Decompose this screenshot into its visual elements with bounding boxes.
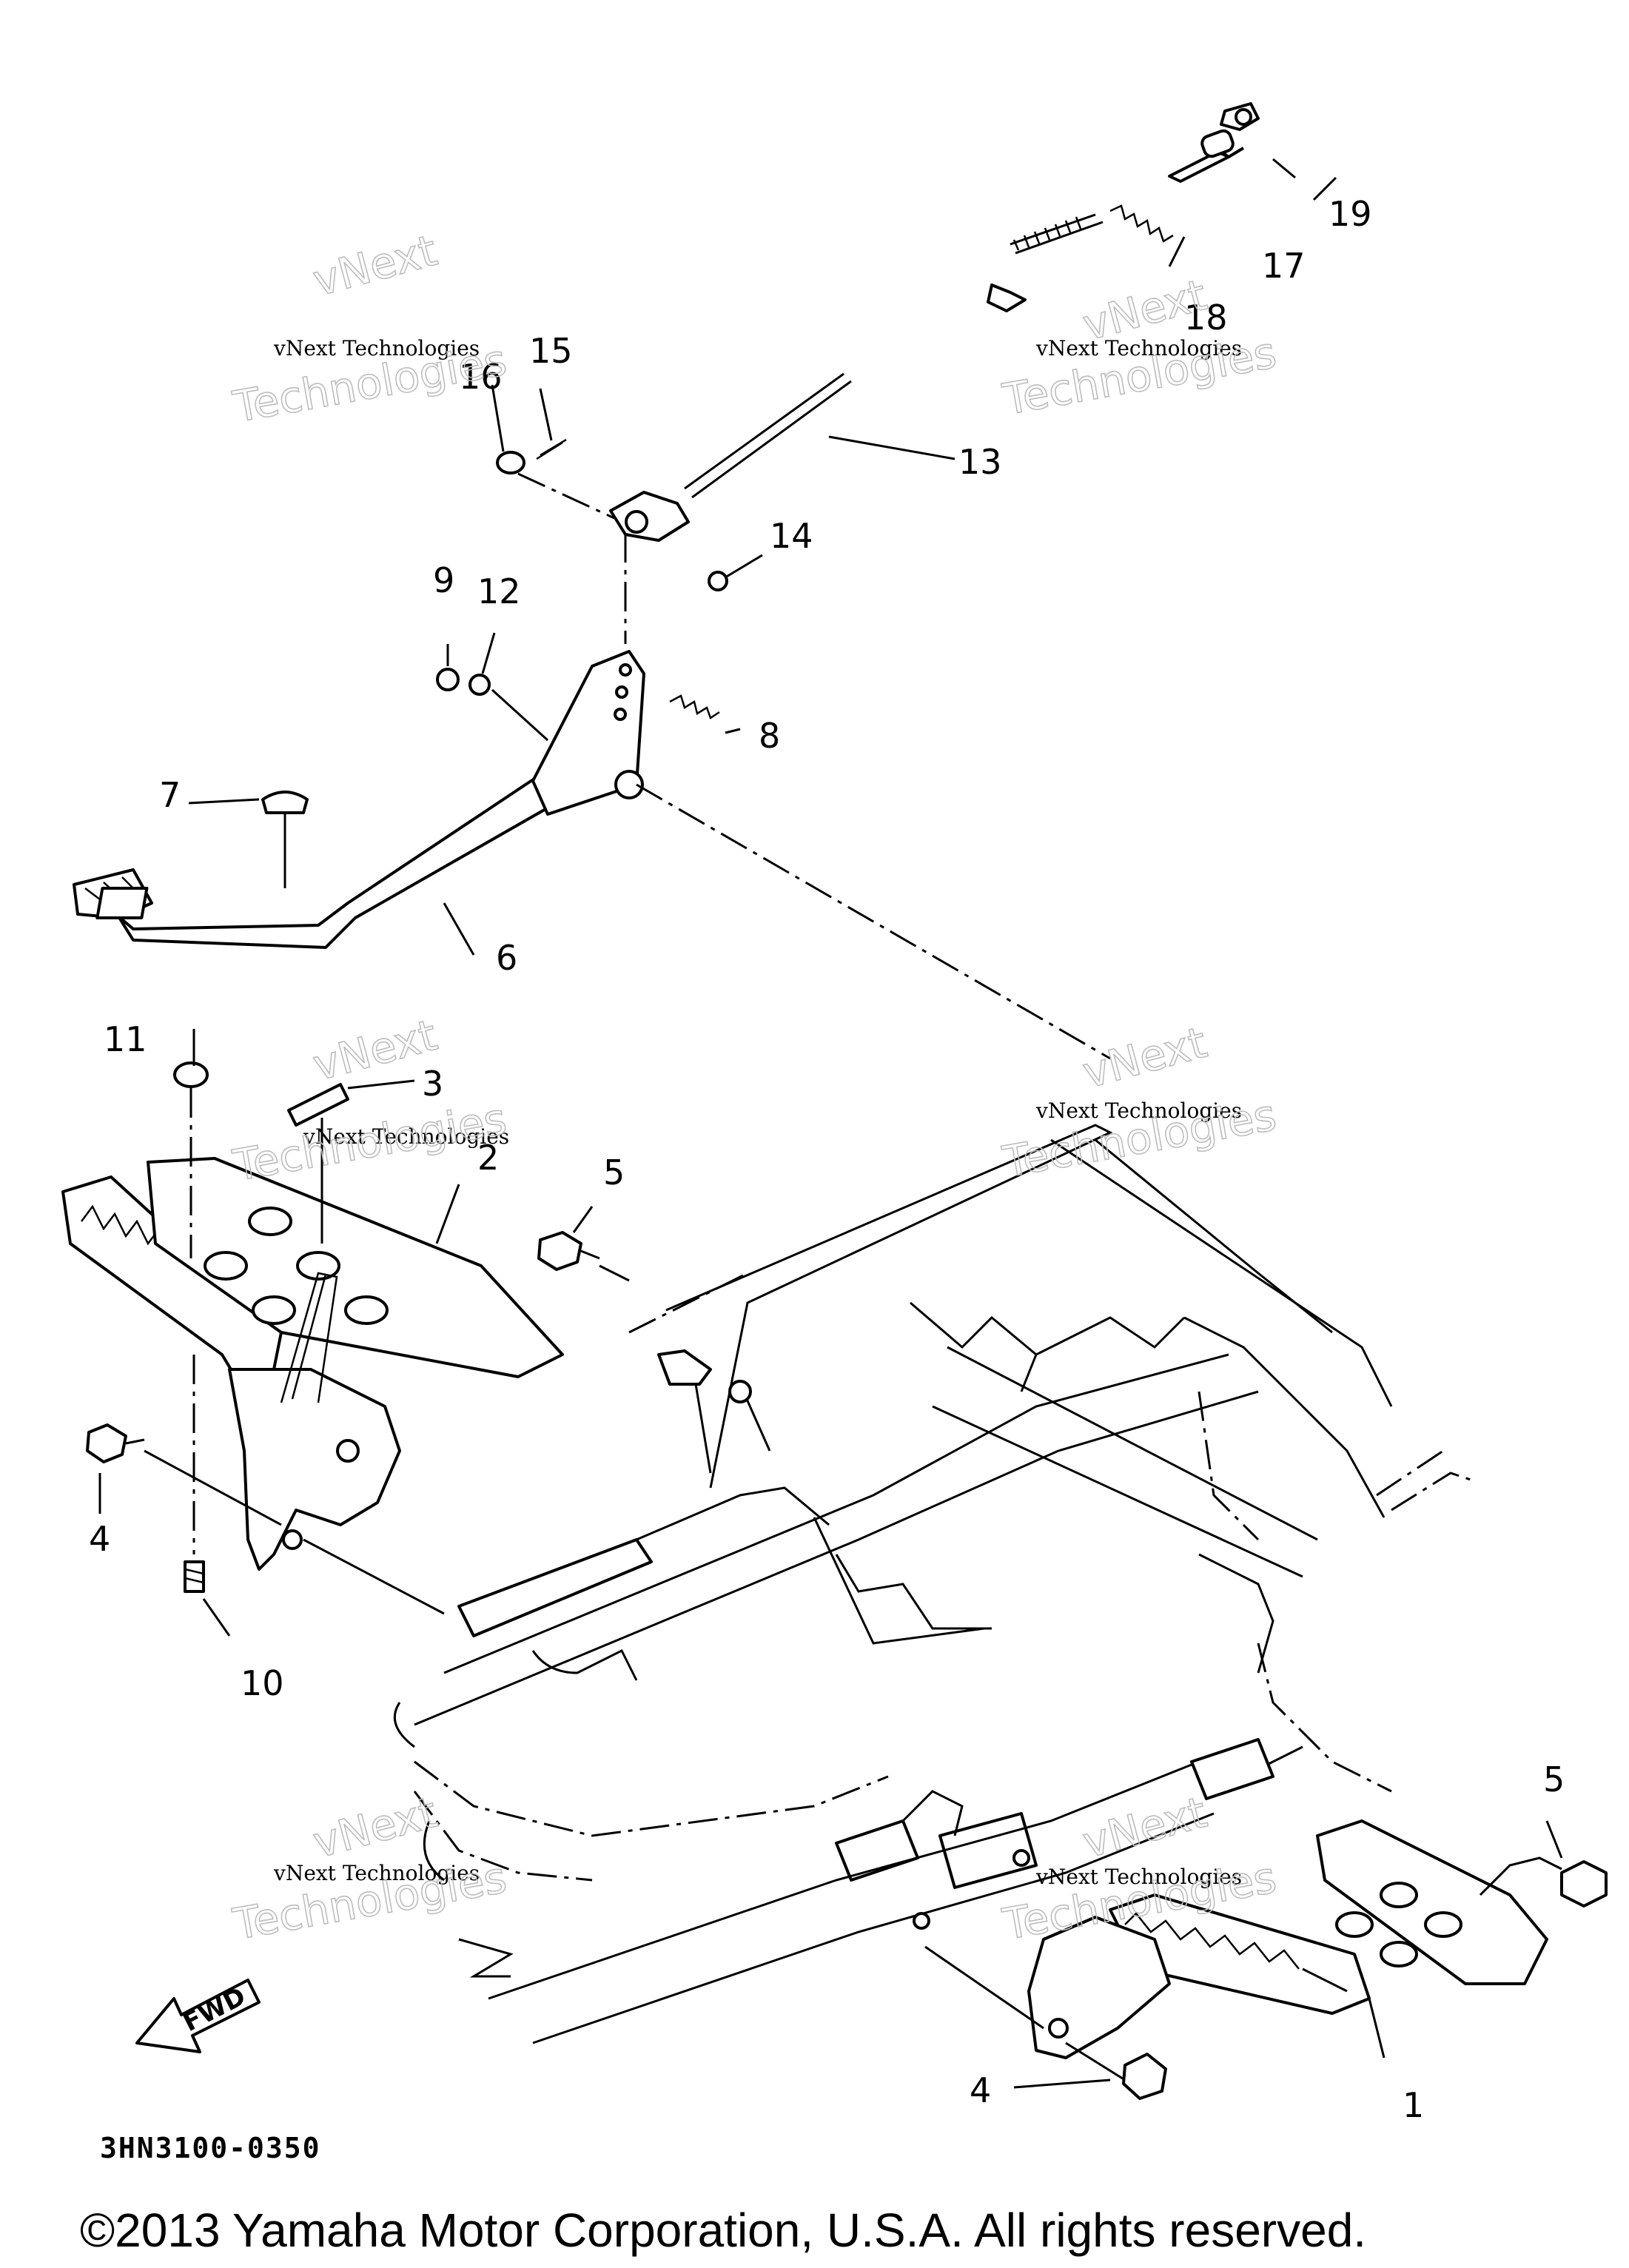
label-15: 15 <box>529 331 573 371</box>
rod-13-thread <box>1010 213 1096 251</box>
watermark-text-1: vNext Technologies <box>273 336 480 360</box>
label-8: 8 <box>759 716 780 756</box>
watermark-small-5: vNext <box>308 1787 442 1868</box>
label-4-left: 4 <box>89 1519 110 1559</box>
label-18: 18 <box>1184 298 1228 338</box>
watermark-small-4: vNext <box>1078 1017 1212 1098</box>
bolt-4-right <box>1122 2053 1167 2100</box>
nut-16 <box>496 451 525 474</box>
nut-11 <box>173 1061 209 1088</box>
label-11: 11 <box>104 1019 147 1059</box>
pin-17 <box>1200 129 1235 158</box>
watermark-text-6: vNext Technologies <box>1035 1865 1242 1889</box>
part-labels: 19 17 18 15 16 13 14 9 12 8 7 6 11 3 2 5… <box>89 194 1565 2125</box>
label-19: 19 <box>1329 194 1372 234</box>
label-9: 9 <box>433 560 454 600</box>
label-1: 1 <box>1403 2085 1424 2125</box>
spring-18 <box>1109 204 1174 243</box>
fwd-arrow: FWD <box>135 1979 261 2053</box>
circlip-9 <box>436 668 460 691</box>
bolt-5-right <box>1560 1860 1608 1908</box>
fwd-arrow-icon <box>135 1979 261 2053</box>
pedal-stopper <box>95 887 149 919</box>
label-4-right: 4 <box>970 2070 991 2110</box>
label-6: 6 <box>496 938 517 978</box>
leader-lines <box>98 158 1563 2089</box>
copyright-notice: ©2013 Yamaha Motor Corporation, U.S.A. A… <box>80 2204 1366 2257</box>
left-footrest-2 <box>61 1061 564 1615</box>
watermark-text-5: vNext Technologies <box>273 1861 480 1885</box>
label-13: 13 <box>958 442 1002 482</box>
brake-rod-assembly <box>496 102 1260 644</box>
brake-pedal-6 <box>73 650 1111 1060</box>
diagram-code: 3HN3100-0350 <box>100 2132 321 2164</box>
spring-8 <box>669 694 720 719</box>
frame <box>393 1124 1474 2044</box>
watermark-text-2: vNext Technologies <box>1035 336 1242 360</box>
right-footrest-1 <box>913 1819 1608 2100</box>
watermark-text-3: vNext Technologies <box>303 1124 509 1149</box>
fwd-label: FWD <box>178 1982 250 2038</box>
cotter-pin-15 <box>536 438 567 460</box>
pin-3 <box>287 1083 349 1127</box>
washer-14 <box>708 571 728 591</box>
watermark-text-4: vNext Technologies <box>1035 1098 1242 1123</box>
watermark-small-6: vNext <box>1078 1787 1212 1868</box>
label-17: 17 <box>1262 246 1306 286</box>
adjuster-bolt-7 <box>261 791 309 814</box>
bolt-4-left <box>86 1423 127 1463</box>
watermark-outline-3: Technologies <box>229 1093 511 1191</box>
footrest-bracket <box>228 1368 401 1571</box>
label-10: 10 <box>241 1663 284 1703</box>
label-5-upper: 5 <box>603 1153 625 1192</box>
watermarks: vNext vNext Technologies Technologies vN… <box>229 224 1280 1950</box>
bolt-10 <box>184 1560 205 1593</box>
label-3: 3 <box>422 1064 443 1104</box>
label-5-right: 5 <box>1543 1759 1565 1799</box>
washer-12 <box>468 674 491 696</box>
label-16: 16 <box>459 357 503 397</box>
label-2: 2 <box>477 1138 499 1178</box>
label-14: 14 <box>770 516 813 556</box>
bolt-5-upper <box>537 1231 582 1271</box>
watermark-small-1: vNext <box>308 225 442 306</box>
label-7: 7 <box>159 775 181 815</box>
return-spring <box>280 1272 338 1403</box>
label-12: 12 <box>477 571 521 611</box>
clevis-13 <box>609 491 690 542</box>
